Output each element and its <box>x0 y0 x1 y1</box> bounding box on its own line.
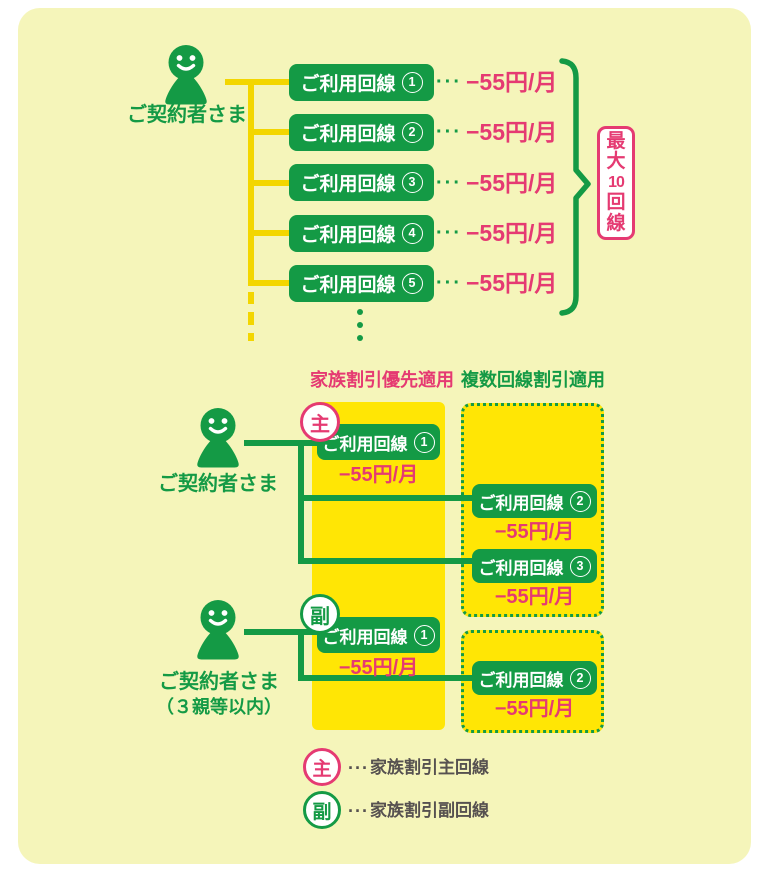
line-number-badge: 5 <box>401 273 423 294</box>
discount-label: −55円/月 <box>466 119 558 145</box>
brace-icon <box>559 58 591 316</box>
max-badge-char: 最 <box>606 130 626 152</box>
ellipsis-dot <box>357 309 363 315</box>
discount-label: −55円/月 <box>494 521 575 543</box>
ellipsis-dots: ··· <box>436 121 462 143</box>
line-node-label: ご利用回線 <box>300 225 396 246</box>
line-node: ご利用回線 3 <box>289 164 434 201</box>
line-number-badge: 1 <box>401 72 423 93</box>
connector-branch <box>225 79 290 85</box>
contractor-icon <box>197 408 239 468</box>
contractor-label: ご契約者さま <box>158 473 278 495</box>
line-node: ご利用回線 5 <box>289 265 434 302</box>
max-badge-char: 線 <box>606 212 626 234</box>
line-number-badge: 3 <box>569 555 591 577</box>
line-number-badge: 1 <box>413 431 435 453</box>
ellipsis-dot <box>357 335 363 341</box>
line-number-badge: 4 <box>401 223 423 244</box>
discount-label: −55円/月 <box>494 698 575 720</box>
family-priority-header: 家族割引優先適用 <box>310 370 454 390</box>
discount-label: −55円/月 <box>466 220 558 246</box>
connector-branch <box>248 280 290 286</box>
line-node-label: ご利用回線 <box>300 74 396 95</box>
contractor-label: ご契約者さま <box>127 104 247 126</box>
line-node-label: ご利用回線 <box>478 558 564 578</box>
connector-trunk <box>298 629 304 681</box>
max-badge-char: 回 <box>606 192 626 214</box>
connector-branch <box>248 129 290 135</box>
sub-line-badge: 副 <box>300 594 340 634</box>
connector-branch <box>302 675 473 681</box>
contractor-label-line: ご契約者さま <box>159 671 279 693</box>
legend-sub-badge: 副 <box>303 791 341 829</box>
contractor-note: （３親等以内） <box>156 697 282 717</box>
line-number-badge: 2 <box>401 122 423 143</box>
main-line-badge: 主 <box>300 402 340 442</box>
ellipsis-dots: ··· <box>436 272 462 294</box>
discount-label: −55円/月 <box>466 69 558 95</box>
connector-branch <box>248 180 290 186</box>
contractor-icon <box>165 45 207 105</box>
ellipsis-dots: ··· <box>436 71 462 93</box>
line-node: ご利用回線 1 <box>317 424 440 460</box>
max-lines-badge: 最 大 10 回 線 <box>597 126 635 240</box>
legend-sub-label: 家族割引副回線 <box>370 801 489 820</box>
legend-dots: ··· <box>348 801 369 821</box>
line-node-label: ご利用回線 <box>322 627 408 647</box>
connector-branch <box>302 495 473 501</box>
line-number-badge: 2 <box>569 490 591 512</box>
line-number-badge: 3 <box>401 172 423 193</box>
line-node-label: ご利用回線 <box>300 275 396 296</box>
max-badge-char: 10 <box>608 173 625 191</box>
connector-dash <box>248 312 254 325</box>
legend-main-label: 家族割引主回線 <box>370 758 489 777</box>
legend-dots: ··· <box>348 758 369 778</box>
line-node: ご利用回線 3 <box>472 549 597 583</box>
legend-main-badge: 主 <box>303 748 341 786</box>
discount-label: −55円/月 <box>338 464 419 486</box>
ellipsis-dot <box>357 322 363 328</box>
line-node: ご利用回線 4 <box>289 215 434 252</box>
line-node-label: ご利用回線 <box>478 493 564 513</box>
connector-branch <box>244 440 322 446</box>
multi-line-header: 複数回線割引適用 <box>461 370 605 390</box>
discount-label: −55円/月 <box>466 270 558 296</box>
line-node: ご利用回線 1 <box>289 64 434 101</box>
line-node-label: ご利用回線 <box>300 174 396 195</box>
max-badge-char: 大 <box>606 151 626 173</box>
line-number-badge: 2 <box>569 667 591 689</box>
line-node: ご利用回線 2 <box>472 484 597 518</box>
discount-label: −55円/月 <box>338 657 419 679</box>
line-node: ご利用回線 2 <box>289 114 434 151</box>
line-node-label: ご利用回線 <box>478 670 564 690</box>
connector-dash <box>248 292 254 304</box>
connector-dash <box>248 333 254 341</box>
connector-branch <box>248 230 290 236</box>
line-node-label: ご利用回線 <box>300 124 396 145</box>
ellipsis-dots: ··· <box>436 172 462 194</box>
line-node-label: ご利用回線 <box>322 434 408 454</box>
contractor-label: ご契約者さま （３親等以内） <box>141 670 297 720</box>
connector-branch <box>302 558 473 564</box>
connector-branch <box>244 629 322 635</box>
line-number-badge: 1 <box>413 624 435 646</box>
discount-label: −55円/月 <box>466 170 558 196</box>
ellipsis-dots: ··· <box>436 222 462 244</box>
discount-label: −55円/月 <box>494 586 575 608</box>
connector-trunk <box>298 440 304 564</box>
contractor-icon <box>197 600 239 660</box>
line-node: ご利用回線 2 <box>472 661 597 695</box>
